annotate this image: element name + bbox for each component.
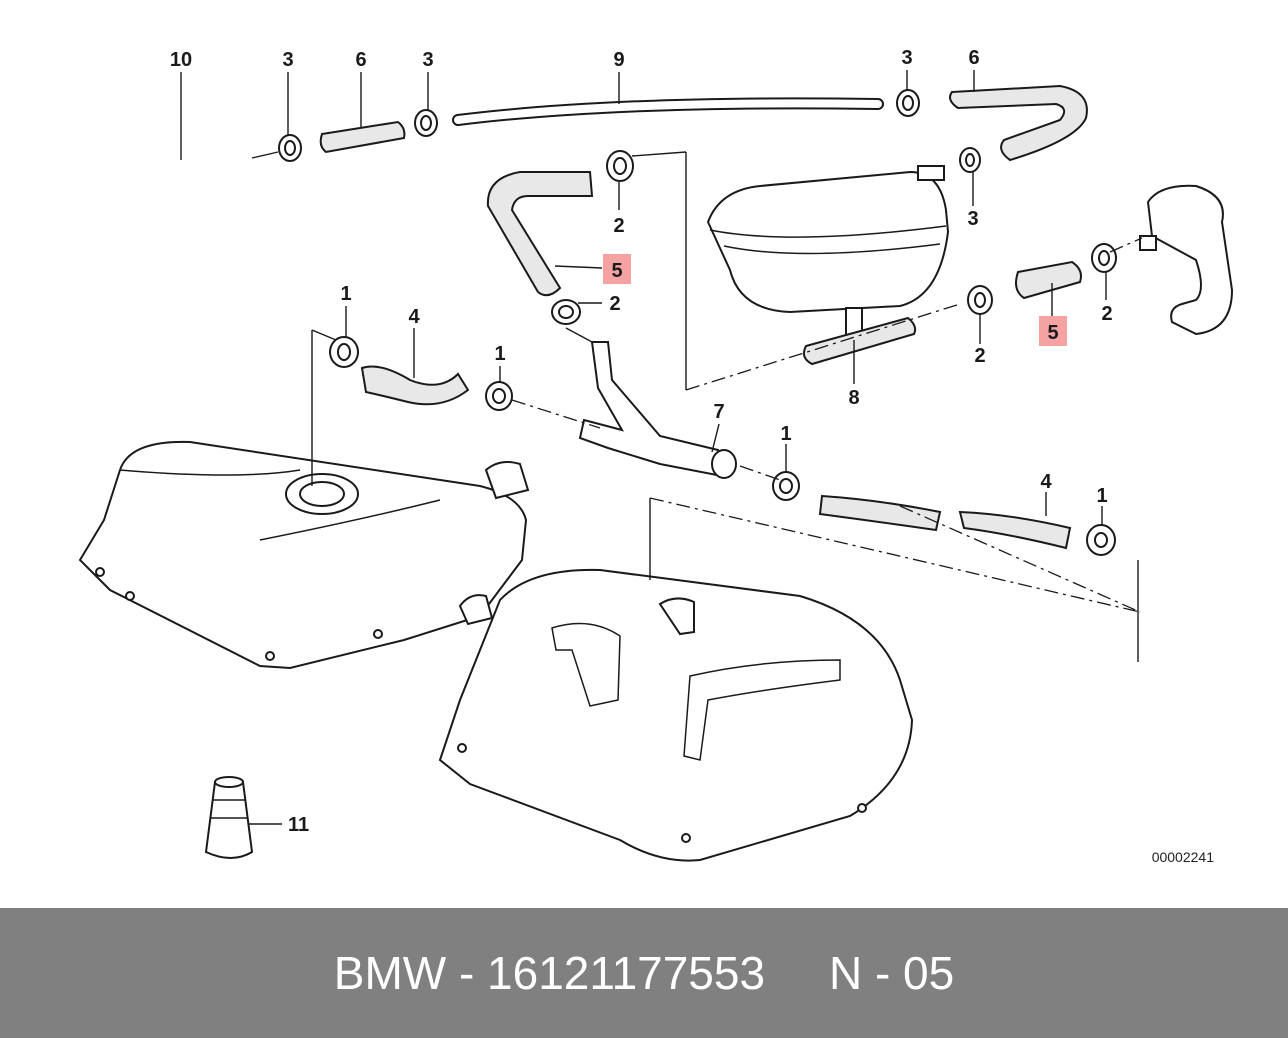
hose-6-left (319, 120, 406, 154)
callout-1-b: 1 (494, 343, 505, 365)
callout-6-a: 6 (355, 49, 366, 71)
callout-3-c: 3 (901, 47, 912, 69)
clamp-3-mid (414, 109, 438, 137)
callout-1-c: 1 (780, 423, 791, 445)
hose-4-left (360, 365, 470, 406)
parts-diagram: 10 3 6 3 9 3 6 2 5 2 3 1 4 1 7 2 5 2 8 1… (42, 47, 1234, 865)
callout-8: 8 (848, 387, 859, 409)
clamp-1-upper-left (329, 336, 359, 368)
t-connector-8 (803, 307, 917, 366)
elbow-hose-5 (486, 171, 594, 297)
intake-elbow (1139, 184, 1234, 336)
hose-4-right (818, 494, 1072, 550)
reference-number: 00002241 (1152, 849, 1215, 865)
clamp-2-right-a (967, 285, 993, 315)
callout-3-a: 3 (282, 49, 293, 71)
callout-5-b: 5 (1047, 322, 1058, 344)
reference-lines (251, 151, 1143, 662)
cap-11 (204, 776, 254, 859)
pipe-9 (452, 97, 884, 126)
callout-10: 10 (170, 49, 192, 71)
clamp-3-right (896, 89, 920, 117)
y-connector-7 (578, 341, 737, 479)
callout-4-a: 4 (408, 306, 420, 328)
callout-2-c: 2 (974, 345, 985, 367)
callout-2-d: 2 (1101, 303, 1112, 325)
valve-cover-rear (438, 568, 914, 862)
clamp-2-under-elbow (551, 299, 581, 325)
clamp-2-right-b (1091, 243, 1117, 273)
callout-11: 11 (288, 814, 309, 836)
callout-1-a: 1 (340, 283, 351, 305)
footer-bar: BMW - 16121177553 N - 05 (0, 908, 1288, 1038)
clamp-1-right (1086, 524, 1116, 556)
callout-5-highlight-b (1039, 316, 1067, 346)
vent-line-10 (42, 151, 256, 781)
clamp-1-mid-right (772, 471, 800, 501)
hose-6-right (949, 84, 1088, 162)
clamp-3-left (278, 134, 302, 162)
callout-2-b: 2 (609, 293, 620, 315)
callout-6-b: 6 (968, 47, 979, 69)
callout-7: 7 (713, 401, 724, 423)
part-number-caption: BMW - 16121177553 N - 05 (333, 947, 955, 999)
callout-2-a: 2 (613, 215, 624, 237)
clamp-3-lower-right (959, 147, 981, 173)
callout-5-a: 5 (611, 260, 622, 282)
oil-separator (706, 165, 950, 314)
callout-1-d: 1 (1096, 485, 1107, 507)
hose-5-right (1015, 260, 1082, 300)
clamp-2-top (606, 150, 634, 182)
callout-5-highlight-a (603, 254, 631, 284)
callout-4-b: 4 (1040, 471, 1052, 493)
callout-9: 9 (613, 49, 624, 71)
callout-3-b: 3 (422, 49, 433, 71)
callout-3-d: 3 (967, 208, 978, 230)
leader-lines (180, 70, 1107, 825)
valve-cover-front (78, 440, 530, 670)
clamp-1-mid-left (485, 381, 513, 411)
